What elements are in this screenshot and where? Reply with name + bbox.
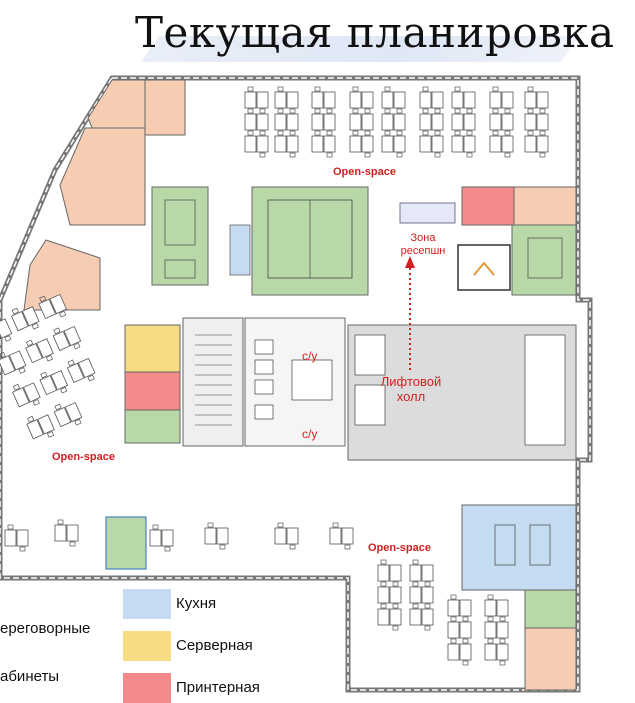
- cabinet-room-top-right: [513, 186, 577, 226]
- wc-label-top: с/у: [302, 349, 318, 363]
- legend-kitchen: Кухня: [176, 595, 217, 612]
- cabinet-room-2: [59, 127, 146, 226]
- meeting-room-left: [151, 186, 209, 286]
- legend-swatch-server: [123, 631, 171, 661]
- open-space-label-bottom: Open-space: [368, 542, 431, 554]
- legend-panel: [0, 585, 345, 700]
- open-space-label-left: Open-space: [52, 451, 115, 463]
- meeting-room-bottom-right: [524, 589, 577, 629]
- server-room: [124, 324, 181, 373]
- printer-room-top: [461, 186, 515, 226]
- bottom-left-desk-area: [4, 519, 354, 552]
- elevator-hall-label: Лифтовой холл: [376, 374, 446, 404]
- legend-meeting-rooms: ереговорные: [0, 620, 91, 637]
- legend-server: Серверная: [176, 637, 253, 654]
- reception-label-line2: ресепшн: [400, 245, 446, 257]
- core-stairs-left: [182, 317, 244, 447]
- printer-room-left: [124, 371, 181, 411]
- kitchen-strip: [229, 224, 251, 276]
- title-block: Текущая планировка: [0, 6, 635, 62]
- cabinet-room-1: [87, 79, 151, 136]
- legend-swatch-printer: [123, 673, 171, 703]
- meeting-room-bottom-left: [105, 516, 147, 570]
- legend-printer: Принтерная: [176, 679, 260, 696]
- page-title: Текущая планировка: [135, 8, 615, 57]
- wc-label-bottom: с/у: [302, 427, 318, 441]
- meeting-room-small: [124, 409, 181, 444]
- top-desk-area: [245, 87, 548, 157]
- reception-label-line1: Зона: [410, 232, 436, 244]
- kitchen-room: [461, 504, 577, 591]
- left-desk-area: [0, 289, 98, 444]
- meeting-room-right: [511, 224, 577, 296]
- open-space-label-top: Open-space: [333, 166, 396, 178]
- cabinet-room-bottom-right: [524, 627, 577, 691]
- legend-cabinets: абинеты: [0, 668, 60, 685]
- reception-label: Зона ресепшн: [398, 232, 448, 258]
- elevator-hall-label-line2: холл: [396, 389, 426, 404]
- cabinet-room-4: [144, 79, 186, 136]
- legend-swatch-kitchen: [123, 589, 171, 619]
- elevator-hall-label-line1: Лифтовой: [380, 374, 442, 389]
